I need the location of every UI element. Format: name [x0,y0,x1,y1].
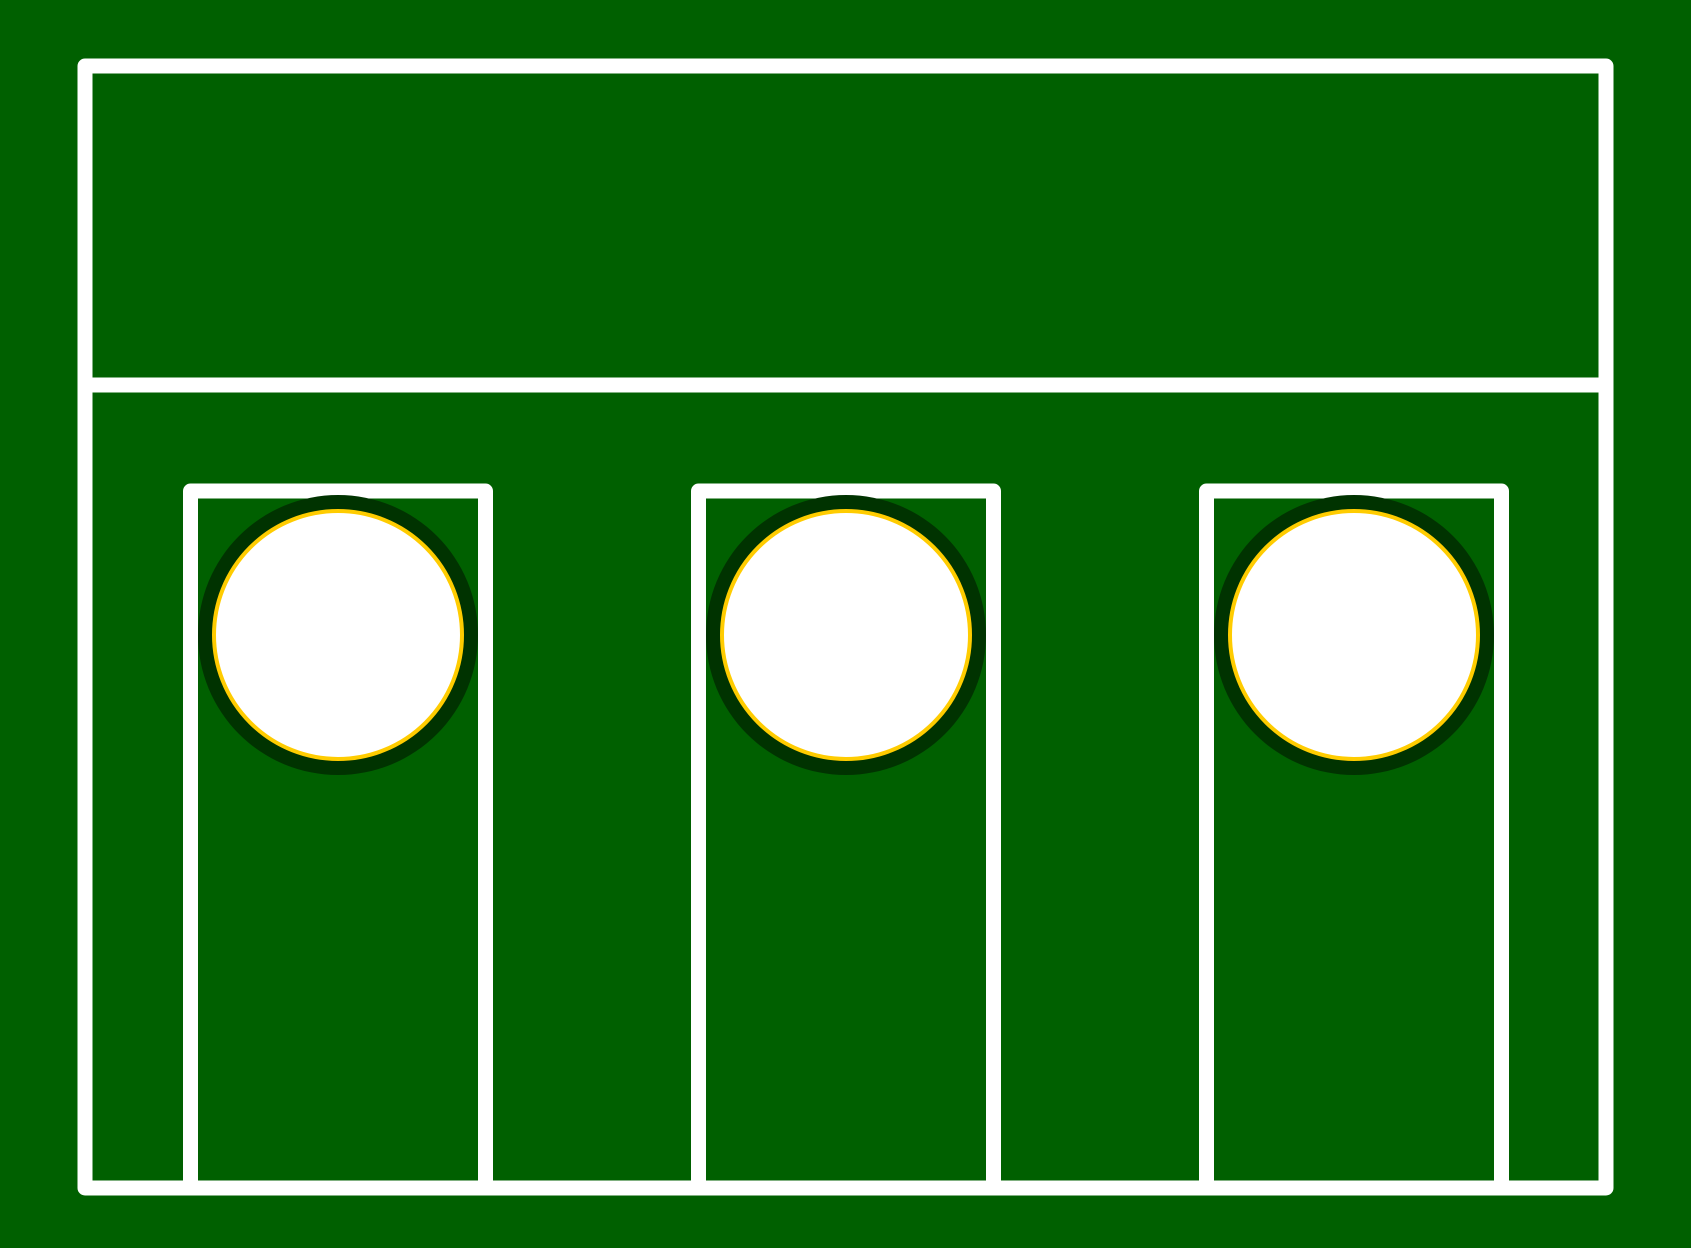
pin-terminal-2 [691,483,1001,1188]
through-hole-pad[interactable] [212,509,464,761]
body-outline-rect [77,58,1614,1196]
pin-slot-outline [1199,483,1509,1188]
pin-terminal-3 [1199,483,1509,1188]
through-hole-pad[interactable] [1228,509,1480,761]
pin-slot-outline [183,483,493,1188]
component-body-outline [77,58,1614,1196]
pin-terminal-1 [183,483,493,1188]
through-hole-pad[interactable] [720,509,972,761]
pin-terminals [183,483,1509,1188]
pin-slot-outline [691,483,1001,1188]
